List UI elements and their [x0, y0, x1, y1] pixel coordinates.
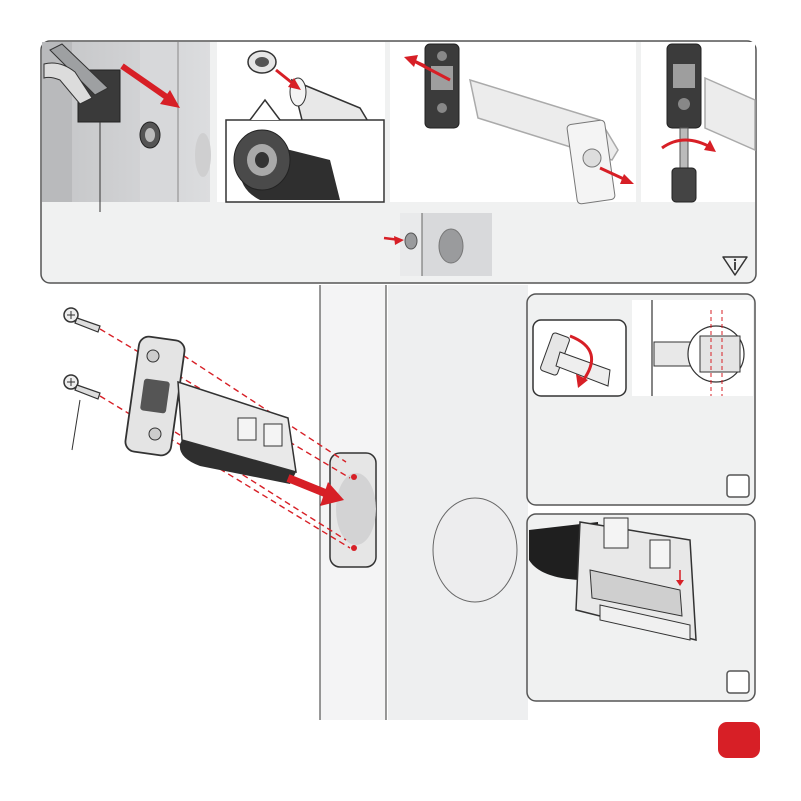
- adjustment-panel: [527, 294, 755, 505]
- screw-icon: [64, 308, 100, 332]
- screw-icon: [64, 375, 100, 450]
- step-4-screwdriver: [641, 42, 755, 202]
- step-2-latch-cap: [217, 42, 385, 202]
- latch-detail-panel: [527, 514, 755, 701]
- door-edge: [320, 285, 528, 720]
- step-1-door-hammer: [42, 42, 211, 212]
- latch-assembly: [64, 308, 350, 548]
- page-number-badge: [718, 722, 760, 758]
- door-hole-detail: [384, 213, 492, 276]
- top-panel: [41, 41, 756, 283]
- step-3-faceplate: [390, 42, 636, 204]
